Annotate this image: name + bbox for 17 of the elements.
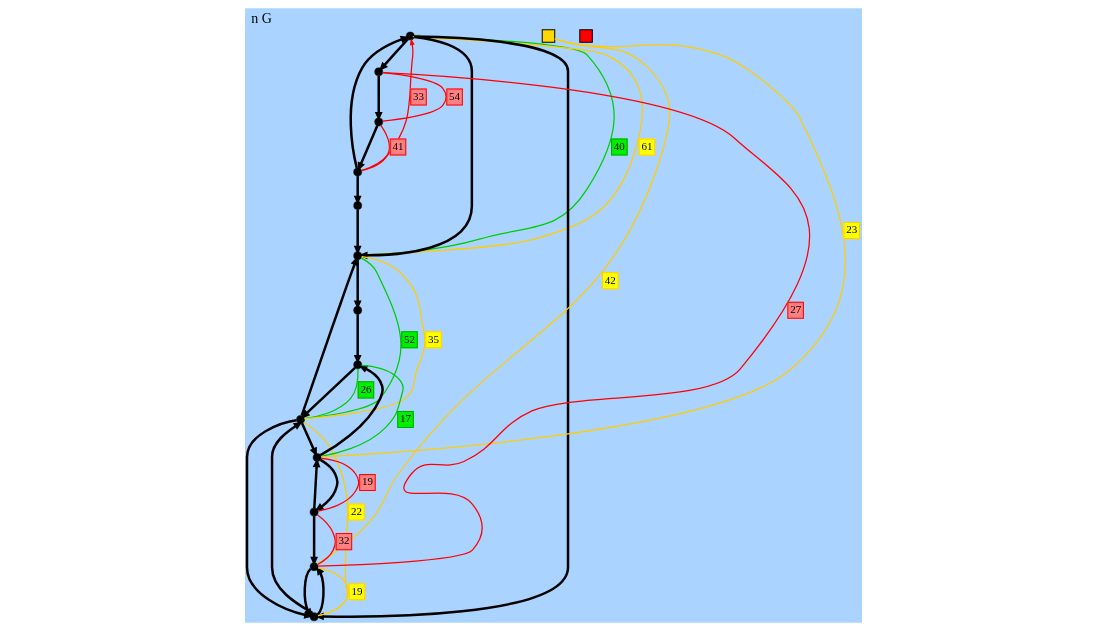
edge-label: 52 (404, 332, 416, 345)
edge-label: 27 (790, 303, 802, 316)
edge-label: 40 (613, 139, 625, 152)
edge-label: 19 (351, 584, 363, 597)
edge-label: 33 (413, 89, 425, 102)
edge-label: 26 (360, 382, 372, 395)
edge-label: 42 (604, 273, 616, 286)
edge-label: 22 (350, 504, 362, 517)
edge-label: 17 (400, 412, 411, 425)
edge-label: 61 (641, 139, 653, 152)
edge-label: 41 (392, 139, 404, 152)
edge-label: 23 (846, 223, 858, 236)
edge-label: 54 (449, 89, 461, 102)
edge-label: 19 (361, 475, 373, 488)
edge-label: 35 (428, 332, 440, 345)
edge-label: 32 (338, 534, 350, 547)
diagram-title: n G (251, 11, 272, 27)
